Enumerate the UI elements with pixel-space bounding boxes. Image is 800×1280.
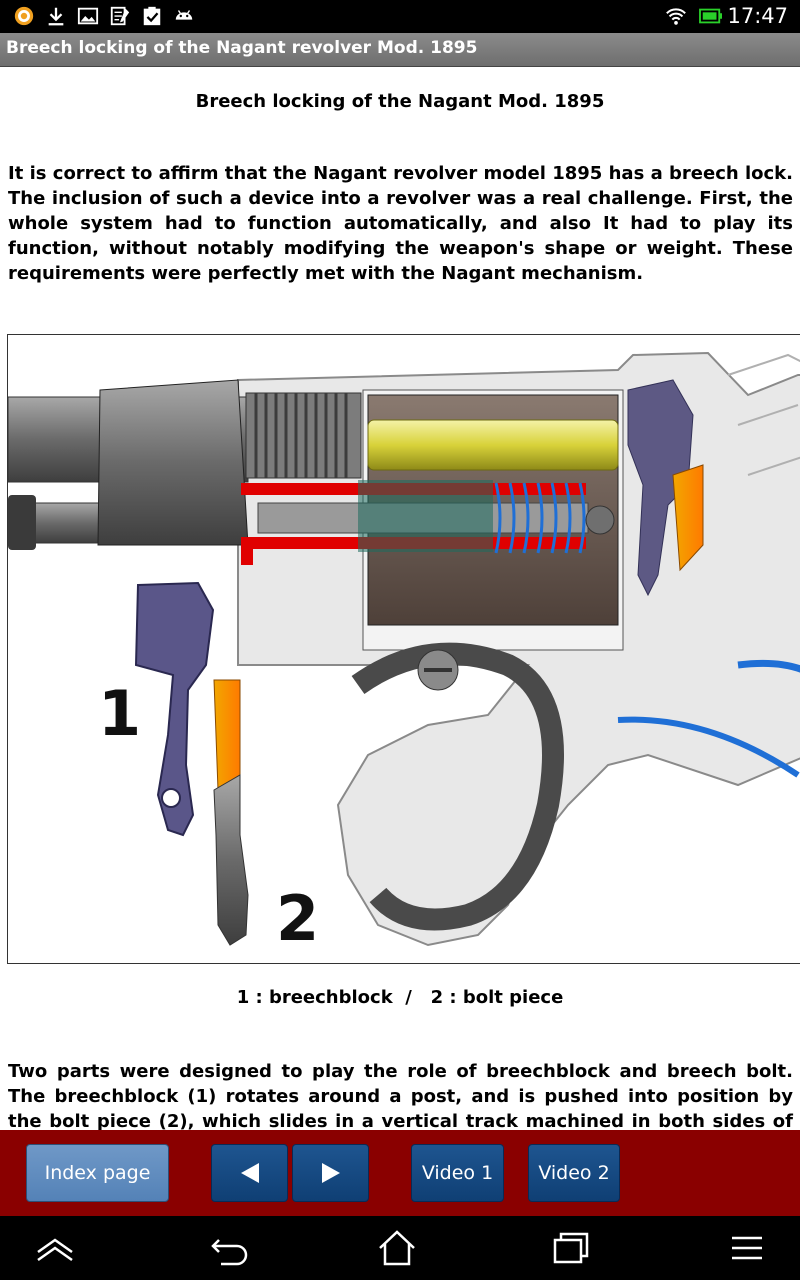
next-page-button[interactable]: [292, 1144, 369, 1202]
wifi-icon: [666, 8, 686, 25]
part-label-1: 1: [98, 677, 141, 750]
part-label-2: 2: [276, 882, 319, 955]
system-navigation-bar: [0, 1216, 800, 1280]
menu-icon[interactable]: [722, 1226, 772, 1270]
spring: [494, 482, 586, 554]
article-paragraph-2: Two parts were designed to play the role…: [8, 1061, 793, 1130]
download-icon: [48, 7, 64, 26]
article-paragraph-1: It is correct to affirm that the Nagant …: [8, 163, 793, 284]
battery-icon: [699, 8, 722, 24]
title-bar: Breech locking of the Nagant revolver Mo…: [0, 33, 800, 67]
status-bar: 17:47: [0, 0, 800, 33]
home-icon[interactable]: [372, 1226, 422, 1270]
revolver-diagram: 1 2: [7, 334, 800, 964]
up-chevron-icon[interactable]: [30, 1226, 80, 1270]
notes-icon: [110, 6, 130, 26]
triangle-left-icon: [240, 1163, 259, 1183]
clipboard-check-icon: [143, 6, 161, 26]
recents-icon[interactable]: [545, 1226, 595, 1270]
barrel-threads: [245, 392, 362, 479]
window-title: Breech locking of the Nagant revolver Mo…: [6, 38, 478, 58]
navigation-panel: Index page Video 1 Video 2: [0, 1130, 800, 1216]
revolver-illustration: 1 2: [8, 351, 800, 955]
back-icon[interactable]: [205, 1226, 255, 1270]
image-icon: [77, 7, 99, 25]
video-2-button[interactable]: Video 2: [528, 1144, 620, 1202]
article-content[interactable]: Breech locking of the Nagant Mod. 1895 I…: [0, 67, 800, 1130]
clock: 17:47: [727, 4, 788, 28]
index-page-button[interactable]: Index page: [26, 1144, 169, 1202]
article-heading: Breech locking of the Nagant Mod. 1895: [195, 91, 605, 112]
figure-caption: 1 : breechblock / 2 : bolt piece: [236, 987, 564, 1008]
app-ring-icon: [14, 6, 34, 26]
triangle-right-icon: [321, 1163, 340, 1183]
video-1-button[interactable]: Video 1: [411, 1144, 504, 1202]
previous-page-button[interactable]: [211, 1144, 288, 1202]
android-icon: [175, 10, 193, 20]
